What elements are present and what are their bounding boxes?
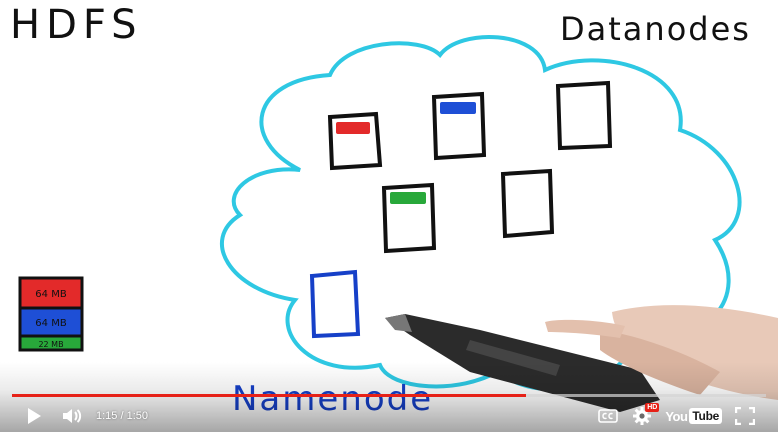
time-display: 1:15 / 1:50	[96, 410, 148, 422]
captions-icon	[598, 409, 619, 423]
file-block-2	[18, 306, 84, 338]
volume-button[interactable]	[54, 400, 90, 432]
datanode-3	[555, 80, 613, 151]
progress-played	[12, 394, 527, 397]
block-green	[390, 192, 426, 204]
file-blocks: 64 MB 64 MB 22 MB	[18, 276, 84, 352]
controls-bar: 1:15 / 1:50	[0, 400, 778, 432]
datanode-1	[327, 111, 383, 171]
file-block-3	[18, 334, 84, 352]
datanode-5	[500, 168, 555, 239]
youtube-logo-link[interactable]: You Tube	[665, 406, 722, 426]
hd-badge: HD	[645, 403, 660, 412]
datanode-2	[431, 91, 487, 161]
namenode-box	[309, 269, 361, 339]
youtube-logo-tube: Tube	[689, 408, 722, 424]
video-title-text: HDFS	[10, 2, 143, 48]
play-icon	[28, 408, 41, 424]
youtube-logo-you: You	[665, 408, 688, 424]
block-red	[336, 122, 370, 134]
file-block-1-label: 64 MB	[35, 289, 67, 300]
cluster-cloud	[220, 35, 742, 392]
namenode-label: Namenode	[232, 379, 433, 419]
play-button[interactable]	[14, 400, 54, 432]
progress-bar[interactable]	[12, 394, 766, 397]
settings-button[interactable]: HD	[625, 400, 660, 432]
file-block-2-label: 64 MB	[35, 318, 67, 329]
fullscreen-button[interactable]	[728, 400, 762, 432]
block-blue	[440, 102, 476, 114]
datanode-4	[381, 182, 437, 254]
gear-icon	[633, 407, 652, 425]
right-controls: HD You Tube	[591, 400, 778, 432]
file-block-3-label: 22 MB	[38, 340, 63, 349]
fullscreen-icon	[735, 407, 755, 425]
datanodes-label: Datanodes	[560, 10, 751, 48]
volume-icon	[63, 409, 82, 423]
stylus-pen-in-hand	[385, 305, 778, 412]
captions-button[interactable]	[591, 400, 625, 432]
